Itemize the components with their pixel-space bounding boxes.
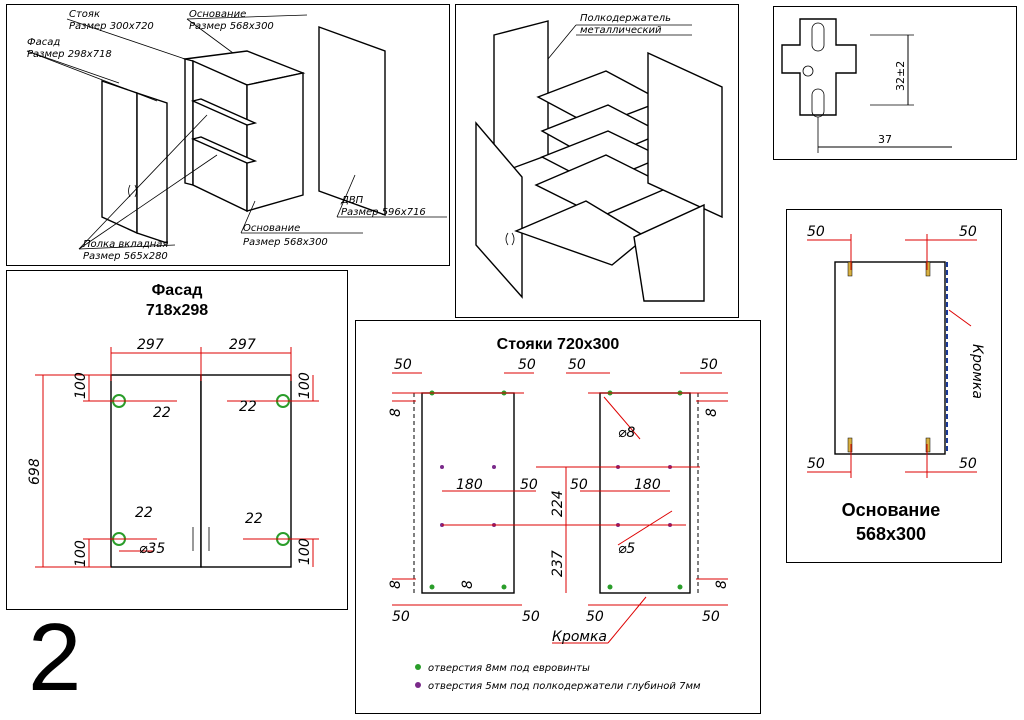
osnovanie-bottom-size: Размер 568x300 <box>243 237 328 248</box>
osnovanie-board <box>834 261 946 455</box>
fasad-dim-edge-br: 22 <box>245 511 263 527</box>
stoyki-bot-50-b: 50 <box>522 609 540 625</box>
carcass-side-left <box>184 58 194 186</box>
fasad-door-right <box>200 374 292 568</box>
fasad-label: Фасад <box>27 37 60 48</box>
exploded-back <box>647 51 723 219</box>
stoyki-bot-50-c: 50 <box>586 609 604 625</box>
carcass-side-right <box>246 72 304 212</box>
osnovanie-dim-br: 50 <box>959 456 977 472</box>
stoyki-mid-50-left: 50 <box>520 477 538 493</box>
stoyki-panel: Стояки 720x300 50 50 50 50 8 8 ⌀ <box>355 320 761 714</box>
stoyki-bot-50-a: 50 <box>392 609 410 625</box>
fasad-size: Размер 298x718 <box>27 49 112 60</box>
legend-euroscrew-dot <box>415 664 421 670</box>
fasad-size: 718x298 <box>146 302 208 319</box>
stoyki-mid-180-right: 180 <box>634 477 661 493</box>
stoyki-v-237: 237 <box>550 550 566 577</box>
stoyki-top-50-b: 50 <box>518 357 536 373</box>
stoyki-top-8-left: 8 <box>388 408 404 417</box>
hinge-panel: 32±2 37 <box>773 6 1017 160</box>
legend-shelf-holder-dot <box>415 682 421 688</box>
back-panel <box>318 26 386 216</box>
osnovanie-kromka: Кромка <box>969 344 985 399</box>
osnovanie-top-size: Размер 568x300 <box>189 21 274 32</box>
page-number: 2 <box>28 604 82 711</box>
shelf-holder-label: Полкодержатель <box>580 13 671 24</box>
fasad-title: Фасад <box>152 282 203 299</box>
carcass-shelf-2 <box>190 136 258 164</box>
hinge-dim-vertical: 32±2 <box>894 61 907 91</box>
stoyki-hole-8: ⌀8 <box>618 425 635 441</box>
stoyki-title: Стояки 720x300 <box>497 336 620 353</box>
exploded-drawing: Полкодержатель металлический <box>475 13 723 302</box>
carcass-inner <box>192 59 248 213</box>
fasad-dim-hole: ⌀35 <box>139 541 165 557</box>
legend-euroscrew-text: отверстия 8мм под евровинты <box>428 663 590 674</box>
exploded-panel: Полкодержатель металлический <box>455 4 739 318</box>
fasad-dim-top-left: 100 <box>73 372 89 399</box>
osnovanie-top-label: Основание <box>189 9 246 20</box>
osnovanie-panel: 50 50 50 50 Кромка Основание 568x300 <box>786 209 1002 563</box>
osnovanie-title: Основание <box>842 500 941 520</box>
stoyki-mid-50-right: 50 <box>570 477 588 493</box>
stoyki-bot-8-mid: 8 <box>460 580 476 589</box>
osnovanie-dim-tr: 50 <box>959 224 977 240</box>
fasad-dim-edge-tl: 22 <box>153 405 171 421</box>
stoyak-size: Размер 300x720 <box>69 21 154 32</box>
assembly-panel: Стояк Размер 300x720 Фасад Размер 298x71… <box>6 4 450 266</box>
exploded-bottom <box>514 200 648 266</box>
polka-label: Полка вкладная <box>83 239 168 250</box>
fasad-dim-height: 698 <box>27 458 43 485</box>
hinge-dim-horizontal: 37 <box>878 133 892 146</box>
hinge-plate <box>781 18 857 116</box>
legend-shelf-holder-text: отверстия 5мм под полкодержатели глубино… <box>428 680 701 692</box>
stoyki-top-8-right: 8 <box>704 408 720 417</box>
stoyki-bot-50-d: 50 <box>702 609 720 625</box>
exploded-side-right <box>633 203 705 302</box>
stoyki-top-50-a: 50 <box>394 357 412 373</box>
stoyka-right <box>599 392 691 594</box>
stoyki-v-224: 224 <box>550 490 566 517</box>
door-right <box>136 92 168 244</box>
dvp-size: Размер 596x716 <box>341 207 426 218</box>
fasad-dim-edge-bl: 22 <box>135 505 153 521</box>
door-left <box>101 80 138 235</box>
osnovanie-dim-tl: 50 <box>807 224 825 240</box>
polka-size: Размер 565x280 <box>83 251 168 262</box>
stoyki-top-50-c: 50 <box>568 357 586 373</box>
dvp-label: ДВП <box>340 195 364 206</box>
fasad-drawing: Фасад 718x298 297 297 698 100 100 100 <box>27 282 319 568</box>
carcass-shelf-1 <box>190 98 258 126</box>
door-handle-right <box>134 184 137 198</box>
osnovanie-dim-bl: 50 <box>807 456 825 472</box>
stoyka-left <box>421 392 515 594</box>
assembly-drawing: Стояк Размер 300x720 Фасад Размер 298x71… <box>26 9 447 262</box>
exploded-door <box>475 121 523 299</box>
osnovanie-drawing: 50 50 50 50 Кромка Основание 568x300 <box>807 224 985 544</box>
stoyki-bot-8-left: 8 <box>388 580 404 589</box>
stoyki-kromka: Кромка <box>552 629 607 645</box>
stoyak-label: Стояк <box>69 9 100 20</box>
stoyki-mid-180-left: 180 <box>456 477 483 493</box>
stoyki-bot-8-right: 8 <box>714 580 730 589</box>
fasad-dim-bottom-right: 100 <box>297 538 313 565</box>
fasad-dim-edge-tr: 22 <box>239 399 257 415</box>
fasad-dim-top-right: 100 <box>297 372 313 399</box>
shelf-holder-sub: металлический <box>580 25 662 36</box>
stoyki-hole-5: ⌀5 <box>618 541 635 557</box>
fasad-dim-width-left: 297 <box>137 337 164 353</box>
hinge-drawing: 32±2 37 <box>781 18 952 153</box>
osnovanie-size: 568x300 <box>856 524 926 544</box>
stoyki-drawing: Стояки 720x300 50 50 50 50 8 8 ⌀ <box>388 336 730 692</box>
fasad-dim-bottom-left: 100 <box>73 540 89 567</box>
fasad-dim-width-right: 297 <box>229 337 256 353</box>
stoyki-top-50-d: 50 <box>700 357 718 373</box>
fasad-panel: Фасад 718x298 297 297 698 100 100 100 <box>6 270 348 610</box>
osnovanie-bottom-label: Основание <box>243 223 300 234</box>
